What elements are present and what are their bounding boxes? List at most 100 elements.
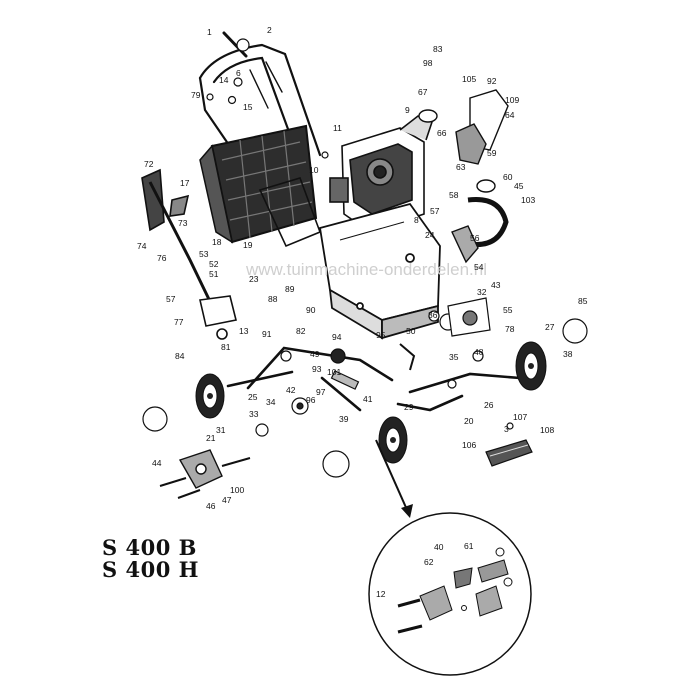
- part-label: 1: [207, 27, 212, 37]
- part-label: 46: [206, 501, 216, 511]
- part-label: 26: [484, 400, 494, 410]
- part-label: 55: [503, 305, 513, 315]
- part-label: 48: [474, 347, 484, 357]
- part-label: 93: [312, 364, 322, 374]
- part-label: 9: [405, 105, 410, 115]
- part-label: 19: [243, 240, 253, 250]
- grass-bag: [199, 124, 322, 248]
- part-label: 23: [249, 274, 259, 284]
- part-label: 11: [333, 123, 342, 133]
- part-label: 88: [268, 294, 278, 304]
- part-label: 90: [306, 305, 316, 315]
- part-label: 34: [266, 397, 276, 407]
- part-label: 31: [216, 425, 226, 435]
- height-adjust-lever: [141, 168, 237, 340]
- part-label: 92: [487, 76, 497, 86]
- part-label: 63: [456, 162, 466, 172]
- handle-hardware: [206, 38, 329, 159]
- part-label: 83: [433, 44, 443, 54]
- part-label: 6: [236, 68, 241, 78]
- detail-inset: [368, 512, 532, 676]
- part-label: 107: [513, 412, 527, 422]
- part-label: 40: [434, 542, 444, 552]
- part-label: 96: [306, 395, 316, 405]
- part-label: 66: [437, 128, 447, 138]
- part-label: 39: [339, 414, 349, 424]
- part-label: 33: [249, 409, 259, 419]
- part-label: 57: [166, 294, 176, 304]
- part-label: 50: [406, 326, 416, 336]
- wheel-front: [378, 416, 408, 464]
- part-label: 29: [404, 402, 414, 412]
- part-label: 100: [230, 485, 244, 495]
- part-label: 36: [428, 310, 438, 320]
- part-label: 32: [477, 287, 487, 297]
- part-label: 97: [316, 387, 326, 397]
- part-label: 51: [209, 269, 219, 279]
- part-label: 78: [505, 324, 515, 334]
- part-label: 108: [540, 425, 554, 435]
- axle-bracket: [159, 449, 251, 499]
- part-label: 62: [424, 557, 434, 567]
- part-label: 109: [505, 95, 519, 105]
- linkage-hardware: [255, 297, 491, 437]
- part-label: 106: [462, 440, 476, 450]
- deck-housing: [318, 202, 441, 340]
- part-label: 42: [286, 385, 296, 395]
- part-label: 64: [505, 110, 515, 120]
- part-label: 27: [545, 322, 555, 332]
- rake-blade: [485, 422, 533, 467]
- watermark-text: www.tuinmachine-onderdelen.nl: [245, 260, 487, 279]
- part-label: 103: [521, 195, 535, 205]
- part-label: 85: [578, 296, 588, 306]
- part-label: 59: [487, 148, 497, 158]
- part-label: 105: [462, 74, 476, 84]
- part-label: 54: [474, 262, 484, 272]
- part-label: 10: [309, 165, 319, 175]
- part-label: 20: [464, 416, 474, 426]
- part-label: 21: [206, 433, 216, 443]
- part-label: 17: [180, 178, 190, 188]
- part-label: 76: [157, 253, 167, 263]
- part-label: 44: [152, 458, 162, 468]
- part-label: 73: [178, 218, 188, 228]
- belt-cover: [418, 89, 509, 264]
- model-name: S 400 H: [102, 557, 199, 582]
- part-label: 79: [191, 90, 201, 100]
- part-label: 95: [376, 330, 386, 340]
- part-label: 52: [209, 259, 219, 269]
- wheel-rear-right: [515, 341, 547, 391]
- part-label: 89: [285, 284, 295, 294]
- part-label: 47: [222, 495, 232, 505]
- part-label: 13: [239, 326, 249, 336]
- part-label: 45: [514, 181, 524, 191]
- part-label: 67: [418, 87, 428, 97]
- part-label: 82: [296, 326, 306, 336]
- part-labels: 1 2 6 14 79 15 11 10 9 67 83 98 105 92 1…: [137, 25, 588, 599]
- part-label: 2: [267, 25, 272, 35]
- part-label: 98: [423, 58, 433, 68]
- wheel-rear-left: [195, 373, 225, 419]
- part-label: 61: [464, 541, 474, 551]
- part-label: 58: [449, 190, 459, 200]
- hub-caps: [142, 318, 588, 478]
- part-label: 49: [310, 349, 320, 359]
- part-label: 81: [221, 342, 231, 352]
- callout-arrow: [375, 439, 413, 518]
- part-label: 41: [363, 394, 373, 404]
- part-label: 18: [212, 237, 222, 247]
- engine: [329, 115, 433, 233]
- part-label: 25: [248, 392, 258, 402]
- part-label: 74: [137, 241, 147, 251]
- part-label: 101: [327, 367, 341, 377]
- model-name: S 400 B: [102, 535, 197, 560]
- part-label: 12: [376, 589, 386, 599]
- part-label: 15: [243, 102, 253, 112]
- part-label: 60: [503, 172, 513, 182]
- part-label: 43: [491, 280, 501, 290]
- part-label: 35: [449, 352, 459, 362]
- part-label: 24: [425, 230, 435, 240]
- part-label: 57: [430, 206, 440, 216]
- part-label: 8: [414, 215, 419, 225]
